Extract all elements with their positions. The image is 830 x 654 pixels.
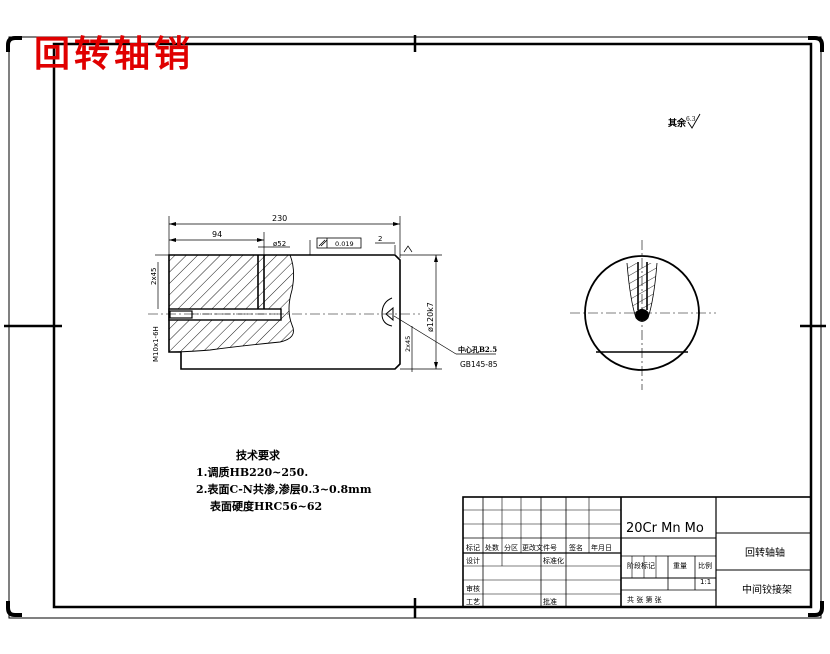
center-hole-note: 中心孔B2.5 xyxy=(458,345,497,354)
header-mark: 标记 xyxy=(466,543,480,552)
header-date: 年月日 xyxy=(591,543,612,552)
dim-left-chamfer: 2x45 xyxy=(150,267,158,285)
centering-marks xyxy=(4,35,826,618)
row-design: 设计 xyxy=(466,556,480,565)
ratio-label: 比例 xyxy=(698,561,712,570)
threaded-hole xyxy=(168,308,282,321)
title-block-text: 20Cr Mn Mo 回转轴轴 中间铰接架 1:1 标记 处数 分区 更改文件号… xyxy=(466,521,792,606)
header-sign: 签名 xyxy=(569,543,583,552)
row-approve: 批准 xyxy=(543,597,557,606)
center-hole-standard: GB145-85 xyxy=(460,360,498,369)
roughness-symbol xyxy=(687,113,701,129)
stage-mark: 阶段标记 xyxy=(627,561,655,570)
weight-label: 重量 xyxy=(673,562,687,570)
tech-requirement-3: 表面硬度HRC56~62 xyxy=(210,500,323,513)
assembly-name: 中间铰接架 xyxy=(742,583,792,596)
tech-requirements-heading: 技术要求 xyxy=(236,449,280,462)
dim-groove: 2x45 xyxy=(404,336,412,352)
surface-finish-note: 其余 xyxy=(668,117,687,129)
side-view xyxy=(570,240,716,390)
drawing-title: 回转轴销 xyxy=(34,33,195,75)
section-hatch xyxy=(169,255,294,352)
material-label: 20Cr Mn Mo xyxy=(626,521,704,536)
corner-marks xyxy=(6,36,824,617)
header-zone: 分区 xyxy=(504,543,518,552)
dim-bore-dia: ø52 xyxy=(273,240,286,248)
dim-right-chamfer: 2 xyxy=(378,235,382,243)
sheets-label: 共 张 第 张 xyxy=(627,595,662,604)
scale-value: 1:1 xyxy=(700,578,711,586)
header-doc: 更改文件号 xyxy=(522,543,557,552)
front-view: 230 94 ø52 0.019 2 2x45 M10x1-6H xyxy=(148,214,498,372)
tech-requirement-1: 1.调质HB220~250. xyxy=(196,466,309,479)
thread-label: M10x1-6H xyxy=(152,326,160,362)
title-block xyxy=(462,496,812,608)
surface-finish-value: 6.3 xyxy=(686,116,696,123)
gdt-tolerance: 0.019 xyxy=(335,240,354,248)
dim-main-dia: ø120k7 xyxy=(426,302,435,332)
row-check: 审核 xyxy=(466,584,480,593)
header-count: 处数 xyxy=(485,543,499,552)
tech-requirement-2: 2.表面C-N共渗,渗层0.3~0.8mm xyxy=(196,483,372,496)
row-standard: 标准化 xyxy=(543,556,564,565)
gdt-frame: 0.019 xyxy=(309,237,362,255)
part-name: 回转轴轴 xyxy=(745,546,785,559)
row-process: 工艺 xyxy=(466,598,480,606)
break-line xyxy=(168,254,295,353)
dim-total-length: 230 xyxy=(272,214,287,223)
dim-bore-depth: 94 xyxy=(212,230,222,239)
tech-requirements: 技术要求 1.调质HB220~250. 2.表面C-N共渗,渗层0.3~0.8m… xyxy=(196,447,371,515)
